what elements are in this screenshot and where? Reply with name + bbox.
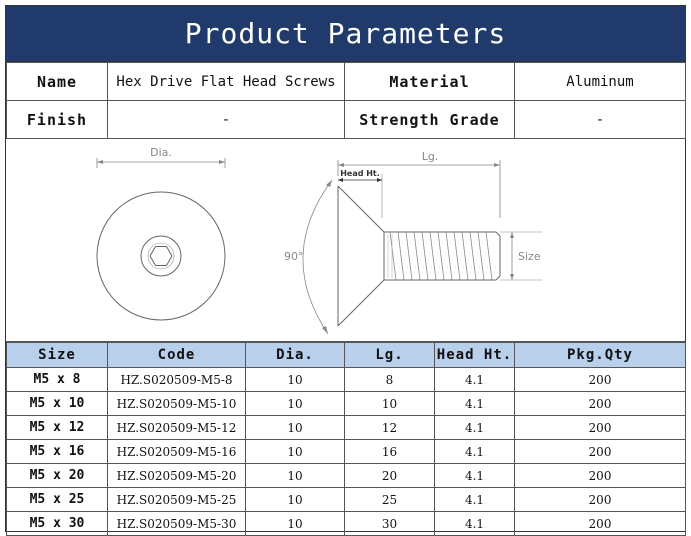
table-cell: 10 <box>245 391 345 416</box>
name-label: Name <box>6 62 108 101</box>
product-sheet: Product Parameters Name Hex Drive Flat H… <box>5 5 686 536</box>
table-cell: 12 <box>344 415 435 440</box>
name-value: Hex Drive Flat Head Screws <box>107 62 345 101</box>
table-cell: 4.1 <box>434 391 515 416</box>
hex-socket-icon <box>149 246 173 266</box>
dia-dimension-label: Dia. <box>150 146 172 159</box>
column-header: Size <box>6 342 108 368</box>
table-cell: M5 x 12 <box>6 415 108 440</box>
table-cell: HZ.S020509-M5-10 <box>107 391 246 416</box>
head-ht-dimension-label: Head Ht. <box>340 169 380 178</box>
angle-dimension-label: 90° <box>284 250 304 263</box>
table-cell: M5 x 20 <box>6 463 108 488</box>
table-cell: HZ.S020509-M5-25 <box>107 487 246 512</box>
page-title: Product Parameters <box>6 6 685 62</box>
table-cell: HZ.S020509-M5-20 <box>107 463 246 488</box>
table-cell: 10 <box>245 511 345 536</box>
table-cell: 200 <box>514 463 686 488</box>
table-cell: M5 x 10 <box>6 391 108 416</box>
material-label: Material <box>344 62 515 101</box>
technical-drawing: Dia. Lg. Head Ht. <box>6 138 685 342</box>
column-header: Pkg.Qty <box>514 342 686 368</box>
table-cell: M5 x 25 <box>6 487 108 512</box>
table-cell: 4.1 <box>434 511 515 536</box>
table-cell: 4.1 <box>434 463 515 488</box>
side-view: Lg. Head Ht. <box>284 150 542 335</box>
params-row-finish: Finish - Strength Grade - <box>6 100 686 139</box>
finish-label: Finish <box>6 100 108 139</box>
table-cell: HZ.S020509-M5-16 <box>107 439 246 464</box>
table-cell: 20 <box>344 463 435 488</box>
table-cell: 16 <box>344 439 435 464</box>
table-cell: 4.1 <box>434 415 515 440</box>
table-cell: 10 <box>245 439 345 464</box>
table-cell: 8 <box>344 367 435 392</box>
table-cell: M5 x 16 <box>6 439 108 464</box>
table-cell: M5 x 8 <box>6 367 108 392</box>
table-cell: 10 <box>245 487 345 512</box>
table-cell: 200 <box>514 511 686 536</box>
table-cell: 30 <box>344 511 435 536</box>
table-cell: HZ.S020509-M5-30 <box>107 511 246 536</box>
params-row-name: Name Hex Drive Flat Head Screws Material… <box>6 62 686 101</box>
finish-value: - <box>107 100 345 139</box>
top-view: Dia. <box>96 146 226 321</box>
table-cell: 4.1 <box>434 439 515 464</box>
table-cell: 10 <box>245 463 345 488</box>
table-cell: 200 <box>514 439 686 464</box>
column-header: Head Ht. <box>434 342 515 368</box>
table-cell: 200 <box>514 415 686 440</box>
table-cell: 10 <box>245 367 345 392</box>
column-header: Dia. <box>245 342 345 368</box>
table-cell: HZ.S020509-M5-12 <box>107 415 246 440</box>
parameters-table: Name Hex Drive Flat Head Screws Material… <box>6 62 686 139</box>
size-dimension-label: Size <box>518 250 541 263</box>
strength-grade-value: - <box>514 100 686 139</box>
material-value: Aluminum <box>514 62 686 101</box>
column-header: Code <box>107 342 246 368</box>
table-cell: 200 <box>514 391 686 416</box>
table-cell: HZ.S020509-M5-8 <box>107 367 246 392</box>
table-cell: M5 x 30 <box>6 511 108 536</box>
table-cell: 10 <box>245 415 345 440</box>
screw-drawing-svg: Dia. Lg. Head Ht. <box>96 146 542 335</box>
strength-grade-label: Strength Grade <box>344 100 515 139</box>
table-cell: 10 <box>344 391 435 416</box>
table-cell: 4.1 <box>434 487 515 512</box>
table-cell: 4.1 <box>434 367 515 392</box>
table-cell: 200 <box>514 367 686 392</box>
table-cell: 25 <box>344 487 435 512</box>
column-header: Lg. <box>344 342 435 368</box>
lg-dimension-label: Lg. <box>422 150 439 163</box>
table-cell: 200 <box>514 487 686 512</box>
